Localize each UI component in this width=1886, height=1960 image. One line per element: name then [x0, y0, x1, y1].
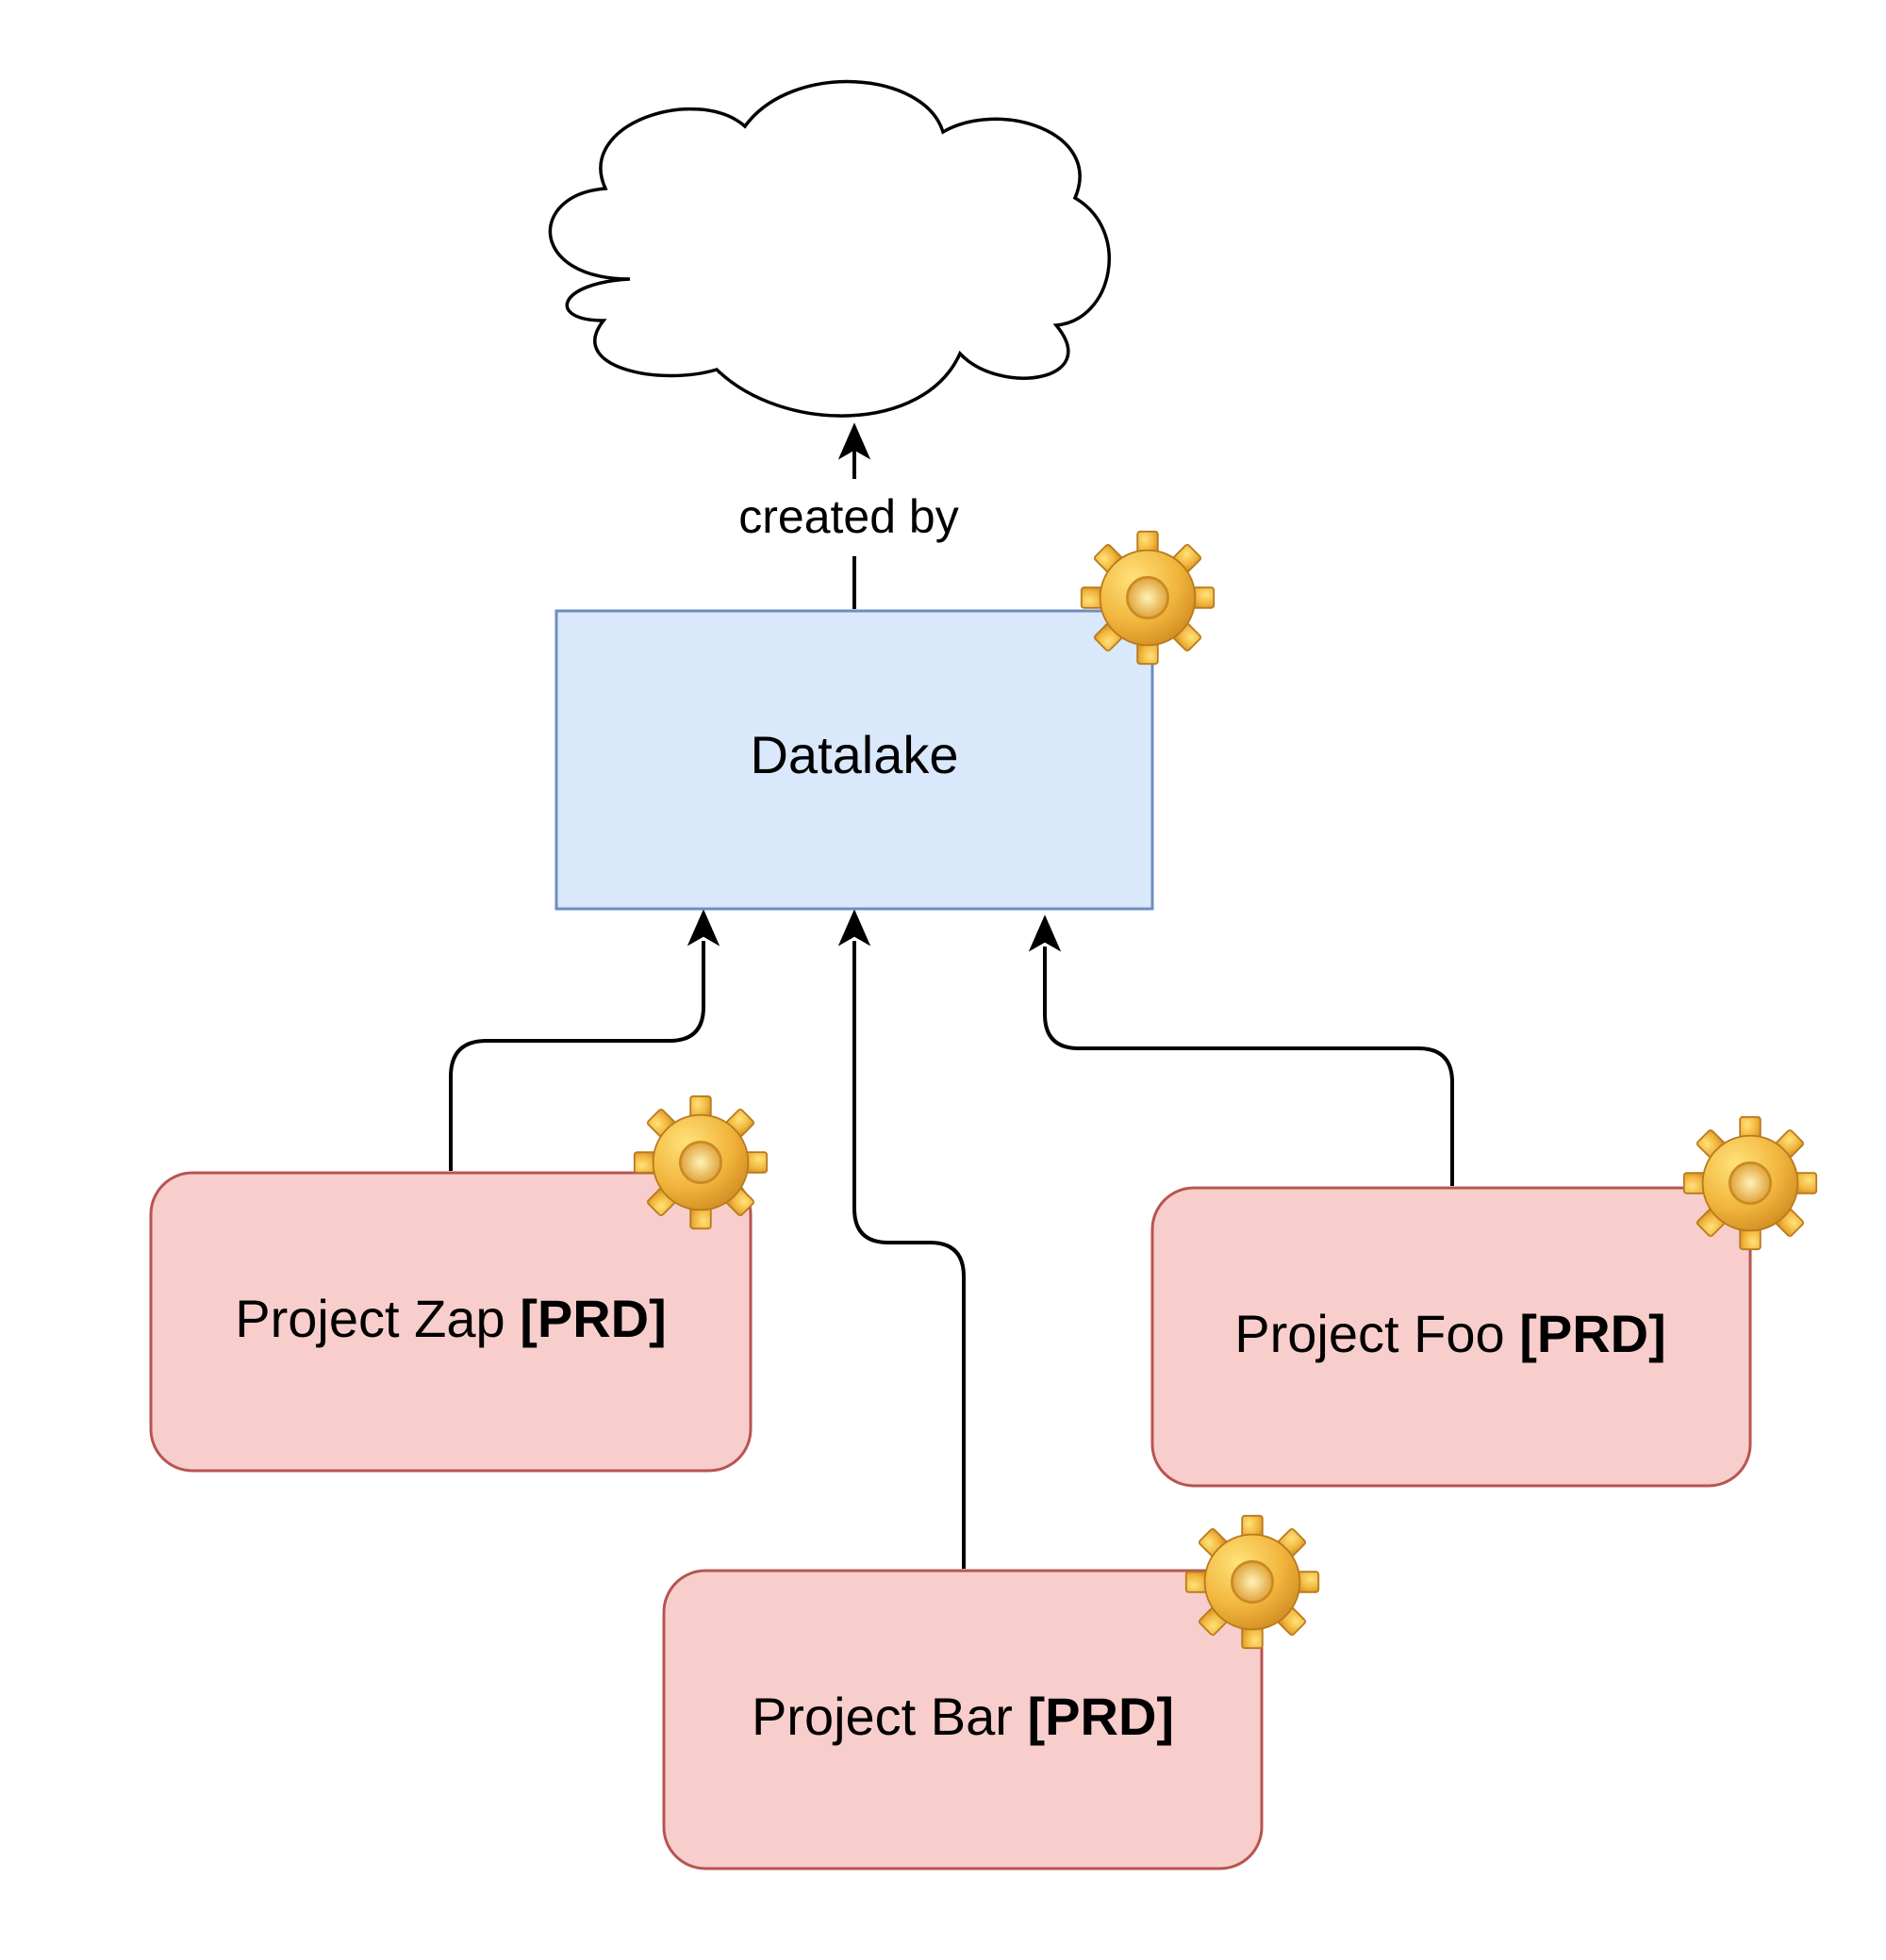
gear-icon	[1184, 1514, 1320, 1650]
cloud-node[interactable]	[548, 79, 1111, 418]
project-foo-tag: [PRD]	[1519, 1304, 1666, 1363]
datalake-label: Datalake	[750, 725, 958, 784]
edge-zap-to-datalake[interactable]	[449, 909, 720, 1171]
project-foo-label: Project Foo [PRD]	[1234, 1304, 1665, 1363]
project-zap-name: Project Zap	[235, 1289, 520, 1348]
project-foo-node[interactable]: Project Foo [PRD]	[1150, 1115, 1818, 1488]
edge-bar-to-datalake[interactable]	[837, 909, 966, 1569]
project-zap-box	[149, 1171, 753, 1473]
gear-icon	[633, 1095, 769, 1230]
project-zap-node[interactable]: Project Zap [PRD]	[149, 1095, 769, 1473]
datalake-box	[554, 609, 1154, 911]
edge-label-created-by: created by	[738, 490, 958, 543]
project-bar-node[interactable]: Project Bar [PRD]	[662, 1514, 1320, 1870]
project-foo-name: Project Foo	[1234, 1304, 1519, 1363]
datalake-node[interactable]: Datalake	[554, 530, 1216, 911]
arrowhead	[837, 909, 871, 947]
project-bar-box	[662, 1569, 1264, 1870]
arrowhead	[687, 909, 720, 947]
gear-icon	[1080, 530, 1216, 666]
project-bar-name: Project Bar	[752, 1687, 1028, 1746]
project-bar-tag: [PRD]	[1028, 1687, 1175, 1746]
project-zap-tag: [PRD]	[520, 1289, 667, 1348]
arrowhead	[1028, 914, 1062, 952]
project-zap-label: Project Zap [PRD]	[235, 1289, 666, 1348]
project-bar-label: Project Bar [PRD]	[752, 1687, 1174, 1746]
gear-icon	[1682, 1115, 1818, 1251]
project-foo-box	[1150, 1186, 1752, 1488]
edge-foo-to-datalake[interactable]	[1028, 914, 1454, 1186]
arrowhead	[837, 422, 871, 460]
cloud-shape	[548, 79, 1111, 418]
edge-datalake-to-cloud[interactable]: created by	[738, 422, 959, 609]
